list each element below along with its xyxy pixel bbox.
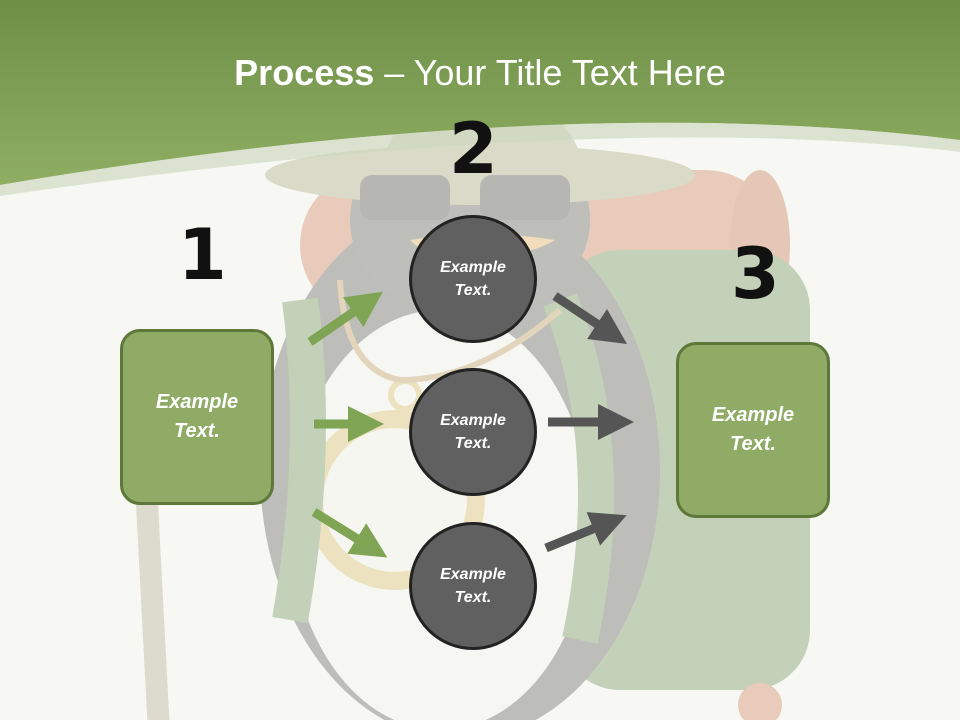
left-text-box: Example Text.	[120, 329, 274, 505]
step-number-1: 1	[178, 214, 227, 296]
step-number-3: 3	[731, 233, 780, 315]
title-rest: – Your Title Text Here	[374, 52, 726, 93]
title-bold: Process	[234, 52, 375, 93]
process-circle-2: Example Text.	[409, 368, 537, 496]
right-text-box: Example Text.	[676, 342, 830, 518]
slide-title: Process – Your Title Text Here	[0, 52, 960, 94]
process-circle-3: Example Text.	[409, 522, 537, 650]
process-circle-1: Example Text.	[409, 215, 537, 343]
step-number-2: 2	[449, 108, 498, 190]
